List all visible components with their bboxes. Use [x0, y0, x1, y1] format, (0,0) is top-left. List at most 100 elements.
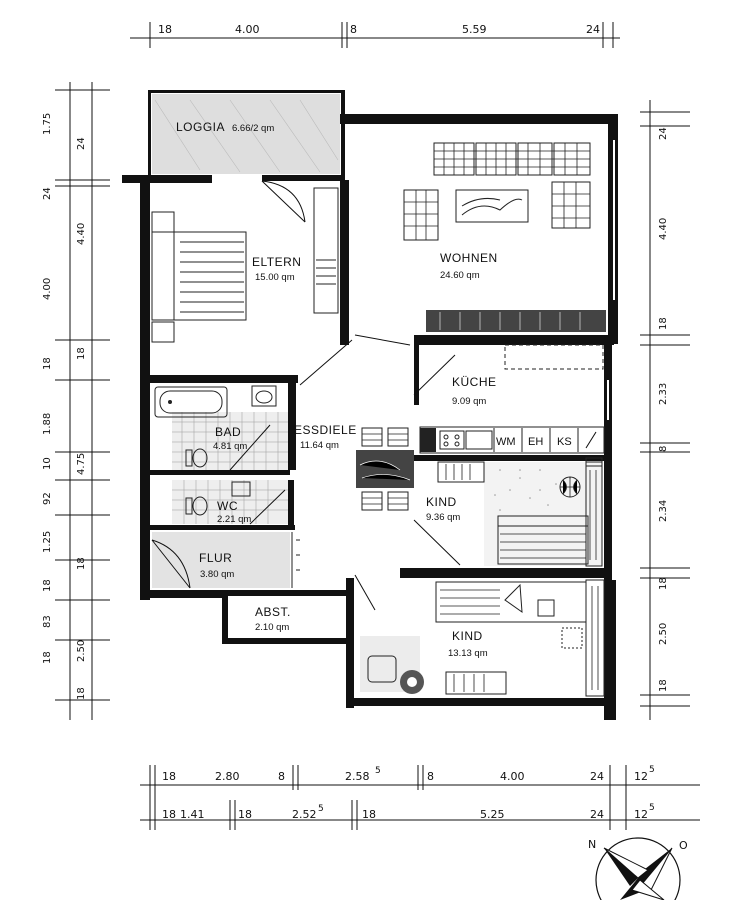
- bathtub: [154, 386, 228, 418]
- dim-left-11: 92: [42, 492, 53, 505]
- appliance-wm: WM: [496, 436, 516, 448]
- dining-table: [356, 450, 414, 488]
- kind-large-room: KIND 13.13 qm: [360, 579, 605, 697]
- dim-bottom2-3: 18: [238, 808, 252, 821]
- kueche-room: WM EH KS KÜCHE 9.09 qm: [419, 344, 605, 454]
- dim-bottom2-2: 1.41: [180, 808, 205, 821]
- dim-left-10: 10: [42, 457, 53, 470]
- eltern-room: ELTERN 15.00 qm: [151, 187, 339, 343]
- kind-large-area: 13.13 qm: [448, 648, 488, 659]
- bad-label: BAD: [215, 425, 241, 439]
- dim-left-18: 18: [76, 687, 87, 700]
- dim-bottom1-5: 5: [375, 766, 381, 776]
- dim-bottom1-2: 2.80: [215, 770, 240, 783]
- dim-right-7: 18: [658, 577, 669, 590]
- loggia-door: [261, 180, 306, 223]
- wc-label: WC: [217, 499, 238, 513]
- dim-left-8: 1.88: [42, 413, 53, 435]
- dim-top-4: 5.59: [462, 23, 487, 36]
- dim-left-9: 4.75: [76, 453, 87, 475]
- dim-bottom2-5: 5: [318, 804, 324, 814]
- dim-left-4: 4.40: [76, 223, 87, 245]
- dim-left-1: 1.75: [42, 113, 53, 135]
- kind-small-area: 9.36 qm: [426, 512, 460, 523]
- dim-bottom2-8: 24: [590, 808, 604, 821]
- dim-left-14: 18: [42, 579, 53, 592]
- dim-bottom2-4: 2.52: [292, 808, 317, 821]
- dim-right-3: 18: [658, 317, 669, 330]
- flur-area: 3.80 qm: [200, 569, 234, 580]
- loggia-room: LOGGIA 6.66/2 qm: [152, 94, 340, 174]
- dim-right-9: 18: [658, 679, 669, 692]
- compass-east: O: [679, 839, 688, 852]
- dim-bottom1-3: 8: [278, 770, 285, 783]
- compass: N O: [588, 837, 688, 900]
- windows-right: [607, 140, 615, 420]
- dim-right-5: 8: [658, 446, 669, 452]
- dim-bottom1-8: 24: [590, 770, 604, 783]
- dim-left-15: 83: [42, 615, 53, 628]
- essdiele-label: ESSDIELE: [294, 423, 357, 437]
- kind-small-room: KIND 9.36 qm: [426, 457, 603, 567]
- dim-left-12: 1.25: [42, 531, 53, 553]
- appliance-eh: EH: [528, 436, 543, 448]
- dim-bottom1-9: 12: [634, 770, 648, 783]
- kueche-area: 9.09 qm: [452, 396, 486, 407]
- compass-north: N: [588, 838, 596, 851]
- abst-area: 2.10 qm: [255, 622, 289, 633]
- dim-bottom2-6: 18: [362, 808, 376, 821]
- dim-left-2: 24: [76, 137, 87, 150]
- dim-top-5: 24: [586, 23, 600, 36]
- dim-right-8: 2.50: [658, 623, 669, 645]
- wc-area: 2.21 qm: [217, 514, 251, 525]
- wc-sink: [231, 481, 251, 497]
- kind-small-label: KIND: [426, 495, 457, 509]
- wohnen-area: 24.60 qm: [440, 270, 480, 281]
- dim-bottom1-6: 8: [427, 770, 434, 783]
- dim-bottom1-1: 18: [162, 770, 176, 783]
- dim-right-2: 4.40: [658, 218, 669, 240]
- dim-left-13: 18: [76, 557, 87, 570]
- armchair: [367, 655, 397, 683]
- dim-bottom2-9: 12: [634, 808, 648, 821]
- dim-bottom2-7: 5.25: [480, 808, 505, 821]
- bad-toilet: [192, 448, 208, 468]
- flur-label: FLUR: [199, 551, 232, 565]
- dim-bottom1-7: 4.00: [500, 770, 525, 783]
- loggia-label: LOGGIA: [176, 120, 225, 134]
- dim-left-6: 18: [76, 347, 87, 360]
- essdiele-area: 11.64 qm: [300, 440, 339, 451]
- wohnen-room: WOHNEN 24.60 qm: [403, 142, 606, 332]
- dim-left-16: 2.50: [76, 640, 87, 662]
- abst-room: ABST. 2.10 qm: [255, 605, 290, 633]
- bad-sink: [251, 385, 277, 407]
- dim-left-7: 18: [42, 357, 53, 370]
- dim-right-6: 2.34: [658, 500, 669, 522]
- left-dimension-lines: 1.75 24 24 4.40 4.00 18 18 1.88 4.75 10 …: [42, 82, 110, 720]
- kueche-label: KÜCHE: [452, 375, 497, 389]
- dim-left-3: 24: [42, 187, 53, 200]
- eltern-area: 15.00 qm: [255, 272, 295, 283]
- bad-room: BAD 4.81 qm: [154, 385, 288, 471]
- dim-bottom1-10: 5: [649, 765, 655, 775]
- eltern-label: ELTERN: [252, 255, 301, 269]
- dim-top-3: 8: [350, 23, 357, 36]
- flur-room: FLUR 3.80 qm: [151, 532, 300, 589]
- wohnen-label: WOHNEN: [440, 251, 498, 265]
- dim-left-17: 18: [42, 651, 53, 664]
- dim-bottom2-1: 18: [162, 808, 176, 821]
- wc-toilet: [192, 496, 208, 516]
- dim-bottom2-10: 5: [649, 803, 655, 813]
- bottom-dimension-lines: 18 2.80 8 2.58 5 8 4.00 24 12 5 18 1.41 …: [140, 765, 700, 830]
- dim-right-1: 24: [658, 127, 669, 140]
- essdiele-room: ESSDIELE 11.64 qm: [294, 334, 461, 611]
- wc-room: WC 2.21 qm: [172, 480, 288, 525]
- top-dimension-line: 18 4.00 8 5.59 24: [130, 22, 620, 48]
- dim-top-2: 4.00: [235, 23, 260, 36]
- appliance-ks: KS: [557, 436, 572, 448]
- dim-top-1: 18: [158, 23, 172, 36]
- dim-right-4: 2.33: [658, 383, 669, 405]
- bad-area: 4.81 qm: [213, 441, 247, 452]
- kind-large-label: KIND: [452, 629, 483, 643]
